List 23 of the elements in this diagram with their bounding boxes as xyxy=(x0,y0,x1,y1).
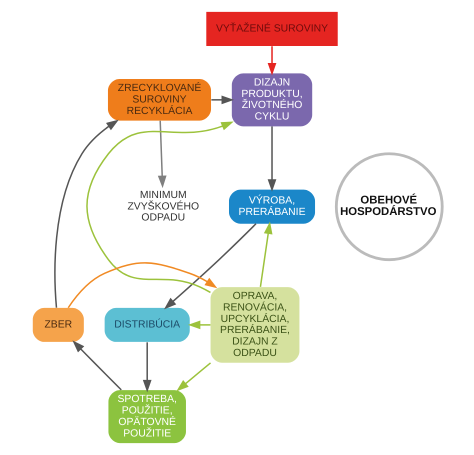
arrow xyxy=(164,223,256,310)
node-box: OPRAVA, RENOVÁCIA, UPCYKLÁCIA, PRERÁBANIE, DIZAJN Z ODPADU xyxy=(210,287,299,363)
arrow xyxy=(187,320,210,330)
node-box: ZBER xyxy=(32,308,84,342)
arrow xyxy=(54,120,118,308)
node-box: SPOTREBA, POUŽITIE, OPÄTOVNÉ POUŽITIE xyxy=(108,390,186,444)
node-box: VYŤAŽENÉ SUROVINY xyxy=(206,12,338,46)
arrow xyxy=(157,120,166,188)
arrow xyxy=(142,342,152,392)
node-box: ZRECYKLOVANÉ SUROVINY RECYKLÁCIA xyxy=(107,79,211,121)
node-box: VÝROBA, PRERÁBANIE xyxy=(228,190,315,224)
node-text: MINIMUM ZVYŠKOVÉHO ODPADU xyxy=(126,190,199,224)
node-box: DIZAJN PRODUKTU, ŽIVOTNÉHO CYKLU xyxy=(231,73,312,126)
arrow xyxy=(86,122,234,294)
arrow xyxy=(267,126,276,192)
arrow xyxy=(267,46,276,76)
arrow xyxy=(259,222,272,287)
arrow xyxy=(176,362,211,392)
arrow xyxy=(72,340,122,390)
arrow xyxy=(67,262,217,308)
arrow xyxy=(210,95,234,104)
node-circle: OBEHOVÉ HOSPODÁRSTVO xyxy=(334,152,444,262)
node-box: DISTRIBÚCIA xyxy=(104,308,190,342)
